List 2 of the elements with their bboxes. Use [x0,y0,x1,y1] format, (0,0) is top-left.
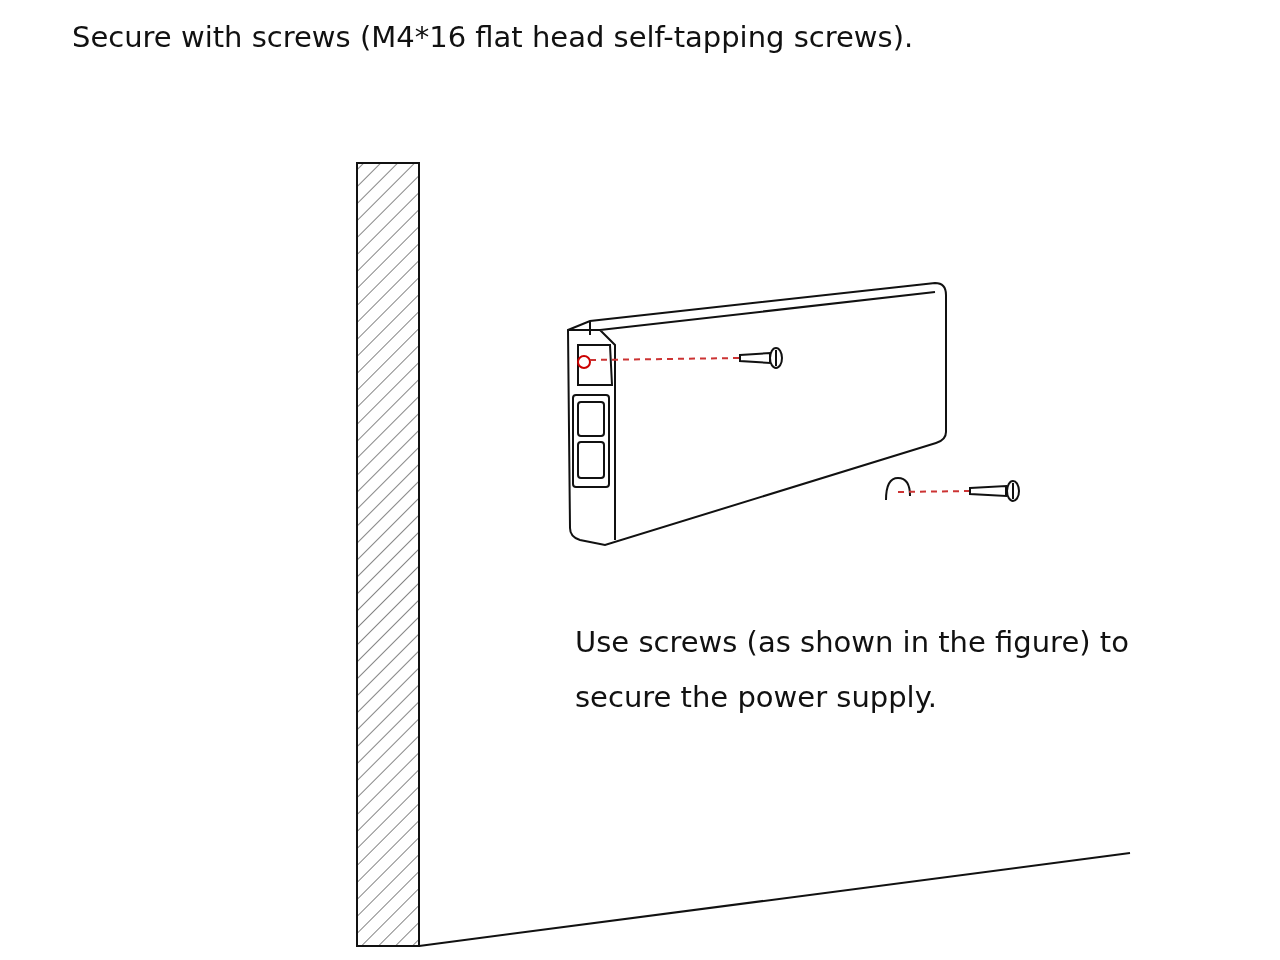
title: Secure with screws (M4*16 flat head self-tapping screws). [72,20,914,54]
note-text: Use screws (as shown in the figure) to secure the power supply. [575,624,1130,716]
